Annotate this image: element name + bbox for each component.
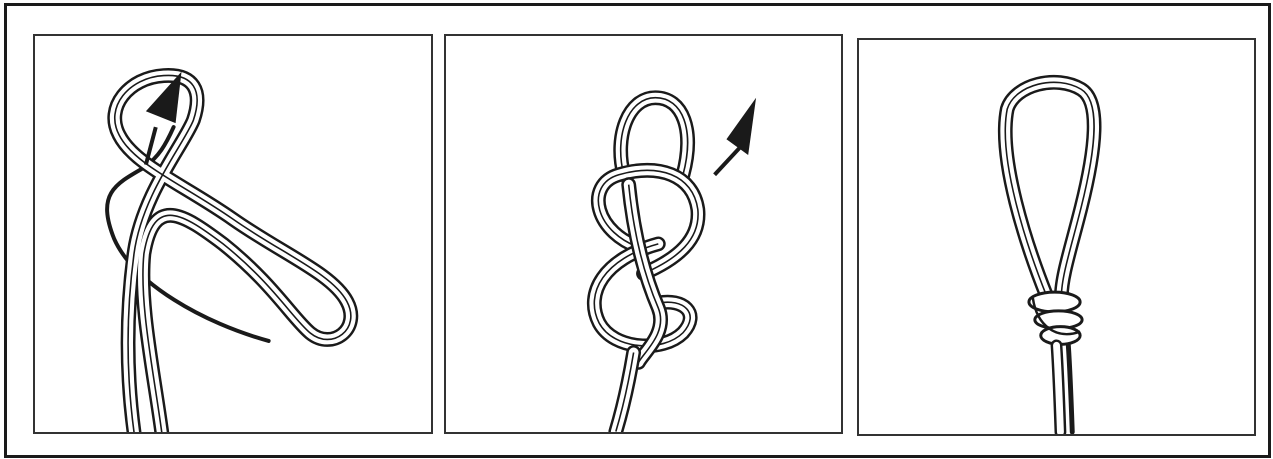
step-3-panel (857, 38, 1256, 436)
step-1-panel (33, 34, 433, 434)
step-3-illustration (859, 40, 1254, 434)
finished-loop-knot (1005, 82, 1094, 432)
rope-bight (115, 75, 351, 432)
step-2-panel (444, 34, 843, 434)
arrow-up-right-icon (715, 98, 756, 175)
diagram-frame (4, 3, 1271, 458)
figure-eight-knot (594, 98, 698, 432)
step-1-illustration (35, 36, 431, 432)
step-2-illustration (446, 36, 841, 432)
